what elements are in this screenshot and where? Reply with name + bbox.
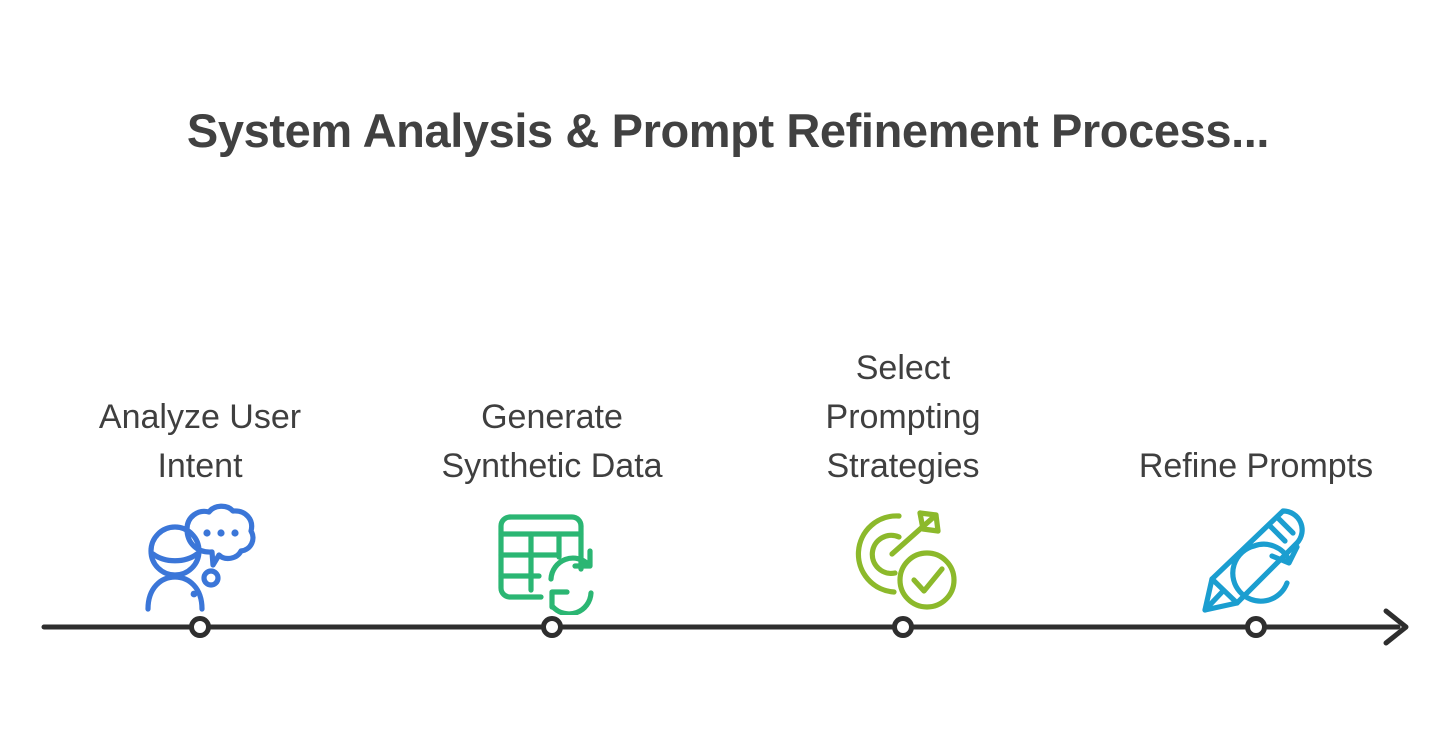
- timeline-step-3[interactable]: Select Prompting Strategies: [753, 325, 1053, 615]
- timeline-step-1[interactable]: Analyze User Intent: [50, 325, 350, 615]
- step-4-label: Refine Prompts: [1138, 447, 1374, 485]
- target-arrow-check-icon: [844, 503, 962, 615]
- timeline-marker-4[interactable]: [1245, 616, 1267, 638]
- step-3-label: Select Prompting Strategies: [825, 349, 981, 485]
- step-1-label: Analyze User Intent: [98, 398, 302, 485]
- timeline-axis: [0, 600, 1456, 656]
- user-thought-bubble-icon: [141, 503, 259, 615]
- timeline-step-2[interactable]: Generate Synthetic Data: [402, 325, 702, 615]
- timeline-step-4[interactable]: Refine Prompts: [1106, 325, 1406, 615]
- step-2-label: Generate Synthetic Data: [441, 398, 663, 485]
- page-title: System Analysis & Prompt Refinement Proc…: [186, 104, 1270, 157]
- timeline-marker-1[interactable]: [189, 616, 211, 638]
- timeline-marker-3[interactable]: [892, 616, 914, 638]
- timeline-arrow-right-icon: [1383, 608, 1409, 646]
- pencil-refresh-icon: [1197, 503, 1315, 615]
- timeline-marker-2[interactable]: [541, 616, 563, 638]
- table-refresh-icon: [493, 503, 611, 615]
